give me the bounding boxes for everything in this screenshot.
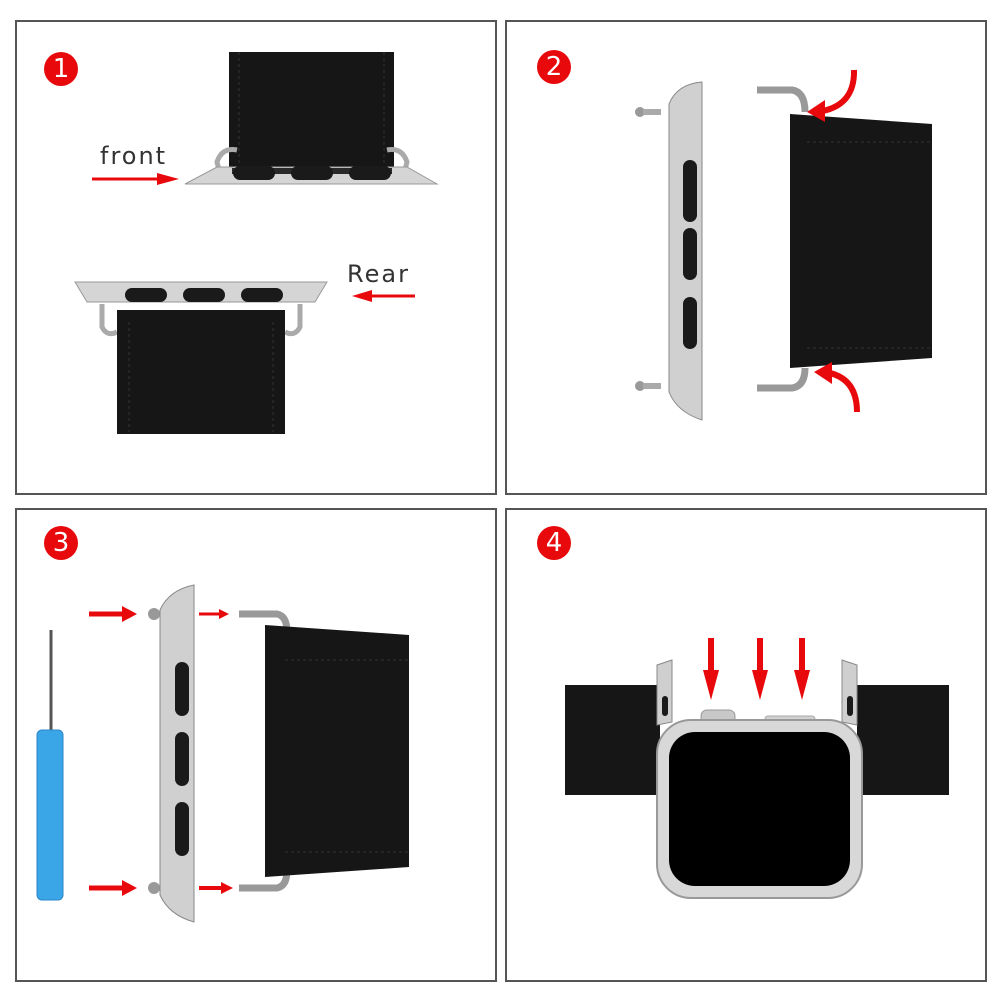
- adapter-screw-assembly-illustration: [36, 584, 409, 923]
- screw-icon: [635, 107, 661, 391]
- adapter-pin-disassembly-illustration: [635, 69, 932, 421]
- step-1-panel: 1 front Rear: [15, 20, 497, 495]
- front-label: front: [100, 142, 168, 170]
- step-4-panel: 4: [505, 508, 987, 982]
- screwdriver-icon: [36, 630, 64, 901]
- step-4-badge: 4: [537, 526, 571, 560]
- step-2-panel: 2: [505, 20, 987, 495]
- step-3-badge: 3: [44, 526, 78, 560]
- watch-assembly-illustration: [565, 638, 949, 899]
- band-adapter-front-rear-illustration: [74, 52, 439, 434]
- step-3-panel: 3: [15, 508, 497, 982]
- rear-label: Rear: [347, 260, 410, 288]
- step-1-badge: 1: [44, 52, 78, 86]
- step-2-badge: 2: [537, 50, 571, 84]
- down-arrows: [703, 638, 810, 700]
